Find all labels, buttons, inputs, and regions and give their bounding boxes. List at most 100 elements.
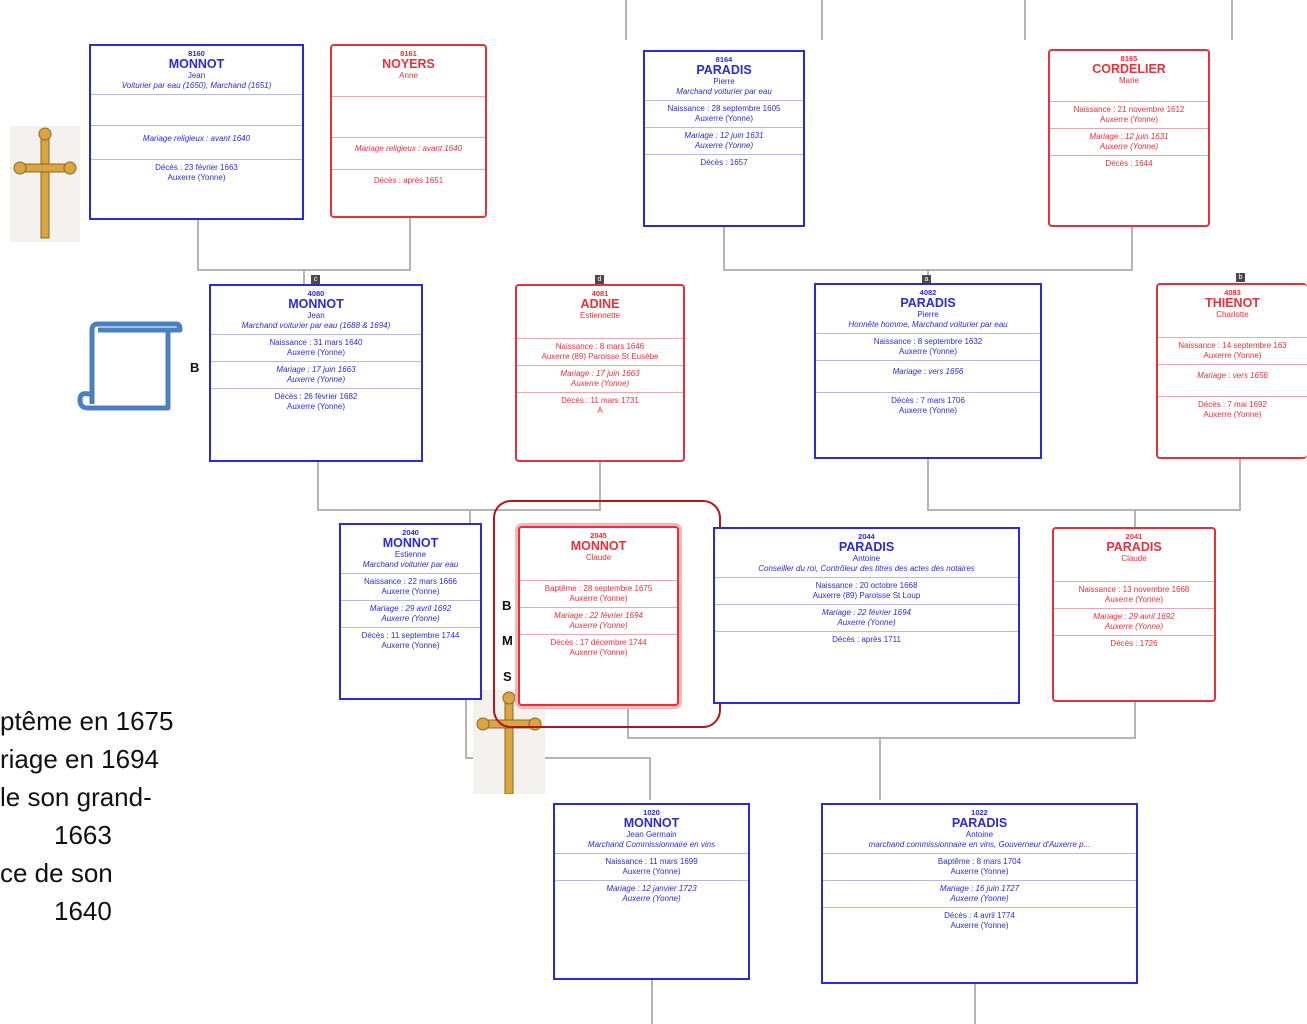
death-date: Décès : 1726 [1054,635,1214,649]
tag-b: b [1236,273,1245,282]
marriage-date: Mariage : 29 avril 1692 [1093,612,1175,621]
surname: MONNOT [168,57,225,71]
birth-date: Naissance : 8 mars 1646 [555,342,645,351]
marriage-date: Mariage : 29 avril 1692 [369,604,452,613]
first-name: Antoine [965,830,994,839]
side-note-line: le son grand- [0,782,152,812]
baptism-date: Baptême : 28 septembre 1675 [544,584,653,593]
first-name: Estiennette [579,311,621,320]
birth-place: Auxerre (Yonne) [381,587,440,596]
source-label-b: B [190,360,200,375]
marriage-place: Auxerre (Yonne) [622,894,681,903]
birth-section: Naissance : 20 octobre 1668 Auxerre (89)… [715,577,1018,601]
sosa-number: 4081 [591,289,609,298]
first-name: Antoine [852,554,881,563]
marriage-info: Mariage religieux : avant 1640 [332,137,485,166]
marriage-place: Auxerre (Yonne) [837,618,896,627]
death-date: Décès : 23 février 1663 [155,163,238,172]
birth-date: Naissance : 20 octobre 1668 [815,581,918,590]
marriage-date: Mariage : 22 février 1694 [554,611,643,620]
death-section: Décès : 7 mars 1706 Auxerre (Yonne) [816,392,1040,416]
sosa-number: 8160 [188,49,205,58]
sosa-number: 2044 [858,532,875,541]
death-date: Décès : 11 septembre 1744 [361,631,460,640]
birth-section: Naissance : 22 mars 1666 Auxerre (Yonne) [341,573,480,597]
birth-section: Naissance : 8 septembre 1632 Auxerre (Yo… [816,333,1040,357]
person-card-2041[interactable]: 2041 PARADIS Claude Naissance : 13 novem… [1052,527,1216,702]
surname: PARADIS [1106,540,1162,554]
surname: CORDELIER [1092,62,1166,76]
occupation: Voiturier par eau (1650), Marchand (1651… [121,81,272,90]
person-card-4080[interactable]: 4080 MONNOT Jean Marchand voiturier par … [209,284,423,462]
person-card-1020[interactable]: 1020 MONNOT Jean Germain Marchand Commis… [553,803,750,980]
marriage-section: Mariage : 16 juin 1727 Auxerre (Yonne) [823,880,1136,904]
baptism-place: Auxerre (Yonne) [950,867,1009,876]
person-card-2044[interactable]: 2044 PARADIS Antoine Conseiller du roi, … [713,527,1020,704]
first-name: Claude [1121,554,1147,563]
marriage-date: Mariage : 12 janvier 1723 [606,884,697,893]
person-card-2045[interactable]: 2045 MONNOT Claude Baptême : 28 septembr… [518,526,679,706]
death-date: Décès : 1644 [1050,155,1208,169]
person-card-4083[interactable]: 4083 THIENOT Charlotte Naissance : 14 se… [1156,283,1307,459]
person-card-2040[interactable]: 2040 MONNOT Estienne Marchand voiturier … [339,523,482,700]
birth-place: Auxerre (Yonne) [1203,351,1262,360]
marriage-date: Mariage : 16 juin 1727 [939,884,1020,893]
marriage-section: Mariage : 29 avril 1692 Auxerre (Yonne) [1054,608,1214,632]
marriage-date: Mariage : 17 juin 1663 [560,369,640,378]
birth-date: Naissance : 31 mars 1640 [269,338,363,347]
birth-date: Naissance : 14 septembre 163 [1178,341,1287,350]
birth-section: Naissance : 11 mars 1699 Auxerre (Yonne) [555,853,748,877]
birth-date: Naissance : 21 novembre 1612 [1073,105,1185,114]
death-date: Décès : 7 mai 1692 [1198,400,1267,409]
surname: THIENOT [1205,296,1260,310]
surname: NOYERS [382,57,435,71]
marriage-section: Mariage : 12 juin 1631 Auxerre (Yonne) [1050,128,1208,152]
person-card-8161[interactable]: 8161 NOYERS Anne Mariage religieux : ava… [330,44,487,218]
person-card-4081[interactable]: 4081 ADINE Estiennette Naissance : 8 mar… [515,284,685,462]
person-card-8160[interactable]: 8160 MONNOT Jean Voiturier par eau (1650… [89,44,304,220]
marriage-date: Mariage : vers 1656 [1158,364,1307,393]
death-date: Décès : 11 mars 1731 [561,396,639,405]
surname: PARADIS [838,540,895,554]
marriage-place: Auxerre (Yonne) [381,614,440,623]
first-name: Marie [1118,76,1139,85]
surname: MONNOT [623,816,680,830]
birth-date: Naissance : 11 mars 1699 [605,857,698,866]
marriage-place: Auxerre (Yonne) [1104,622,1164,631]
death-date: Décès : 4 avril 1774 [944,911,1015,920]
surname: MONNOT [288,297,344,311]
person-card-8164[interactable]: 8164 PARADIS Pierre Marchand voiturier p… [643,50,805,227]
surname: PARADIS [951,816,1008,830]
side-note-line: ptême en 1675 [0,706,174,736]
death-date: Décès : après 1711 [715,631,1018,645]
occupation: Honnête homme, Marchand voiturier par ea… [848,320,1008,329]
death-date: Décès : après 1651 [332,169,485,186]
birth-place: Auxerre (89) Paroisse St Eusèbe [541,352,659,361]
death-place: Auxerre (Yonne) [1203,410,1262,419]
person-card-8165[interactable]: 8165 CORDELIER Marie Naissance : 21 nove… [1048,49,1210,227]
marriage-info: Mariage religieux : avant 1640 [91,125,302,156]
bms-letter-s: S [503,669,512,684]
first-name: Anne [399,71,418,80]
person-card-4082[interactable]: 4082 PARADIS Pierre Honnête homme, March… [814,283,1042,459]
first-name: Pierre [917,310,939,319]
marriage-place: Auxerre (Yonne) [569,621,628,630]
birth-place: Auxerre (Yonne) [899,347,957,356]
death-section: Décès : 23 février 1663 Auxerre (Yonne) [91,159,302,183]
sosa-number: 8164 [715,55,733,64]
marriage-section: Mariage : 22 février 1694 Auxerre (Yonne… [715,604,1018,628]
death-date: Décès : 7 mars 1706 [891,396,965,405]
sosa-number: 1020 [643,808,660,817]
marriage-section: Mariage : 17 juin 1663 Auxerre (Yonne) [211,361,421,385]
marriage-date: Mariage : 17 juin 1663 [276,365,356,374]
death-place: Auxerre (Yonne) [950,921,1009,930]
death-date: Décès : 1657 [645,154,803,168]
surname: MONNOT [382,536,439,550]
death-place: Auxerre (Yonne) [569,648,628,657]
sosa-number: 4080 [307,289,325,298]
death-place: Auxerre (Yonne) [167,173,226,182]
person-card-1022[interactable]: 1022 PARADIS Antoine marchand commission… [821,803,1138,984]
death-date: Décès : 26 février 1682 [274,392,358,401]
occupation: Marchand voiturier par eau (1688 & 1694) [241,321,391,330]
baptism-section: Baptême : 8 mars 1704 Auxerre (Yonne) [823,853,1136,877]
